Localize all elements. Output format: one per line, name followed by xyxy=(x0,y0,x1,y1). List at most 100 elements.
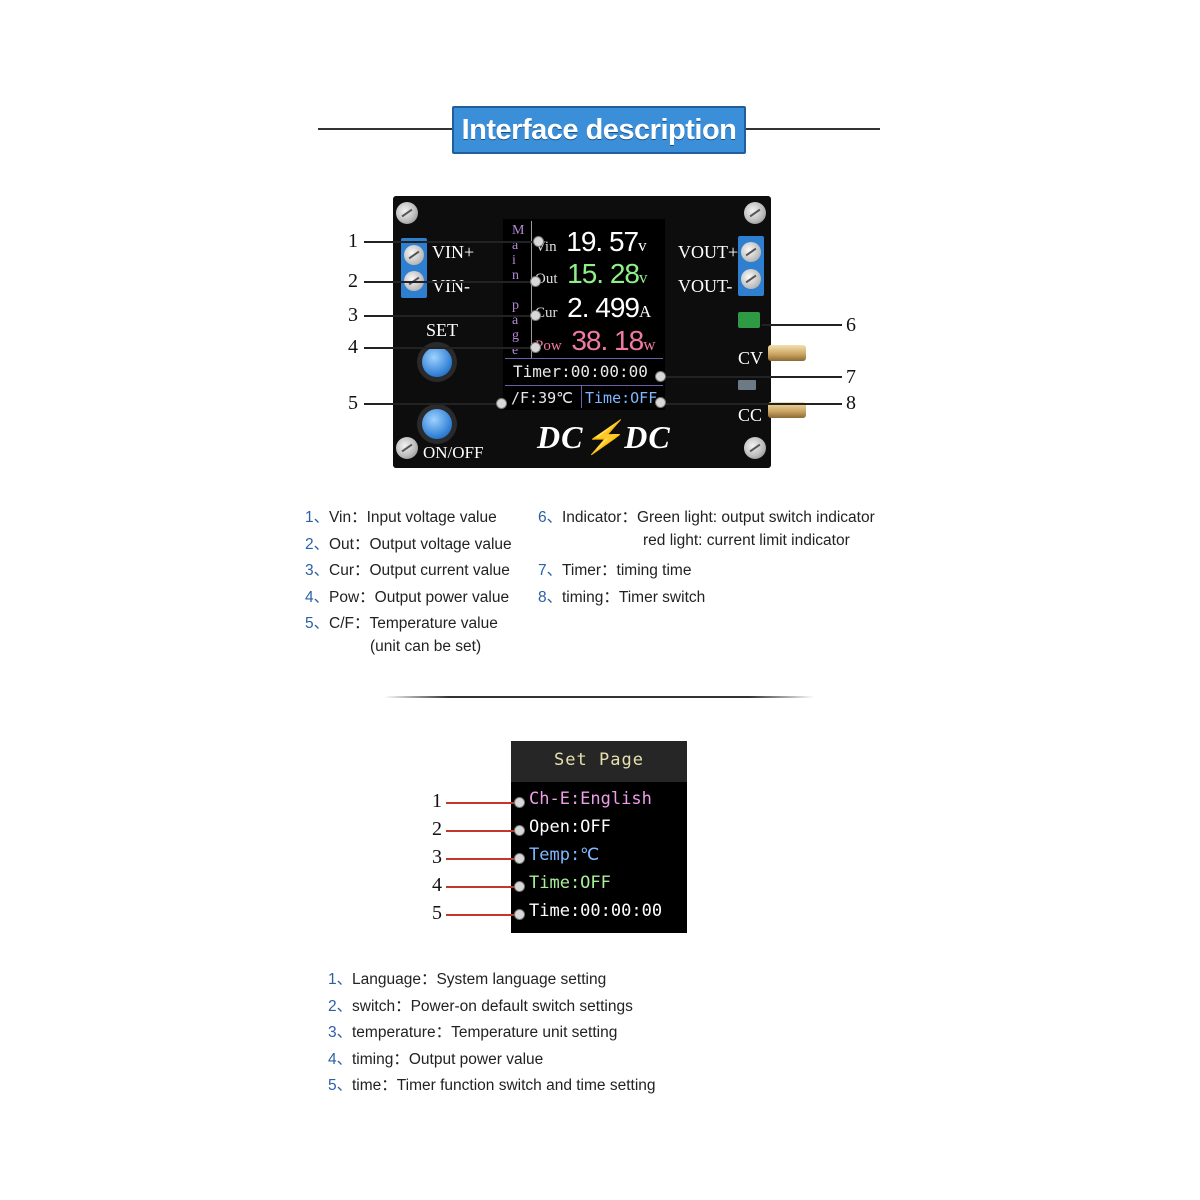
vin-value: 19. 57 xyxy=(566,226,639,257)
description-number: 3、 xyxy=(305,562,330,579)
onoff-label: ON/OFF xyxy=(423,443,484,462)
timer-readout: Timer:00:00:00 xyxy=(513,362,648,381)
vin-unit: v xyxy=(638,236,647,255)
callout-line xyxy=(666,403,842,405)
description-text: red light: current limit indicator xyxy=(643,531,850,549)
callout-dot xyxy=(655,371,666,382)
description-item: 7、Timer：timing time xyxy=(538,558,691,580)
description-number: 3、 xyxy=(328,1024,353,1041)
current-limit-led xyxy=(738,380,756,390)
description-text: Vin：Input voltage value xyxy=(329,509,497,526)
out-unit: v xyxy=(639,268,648,287)
callout-number: 5 xyxy=(348,392,358,414)
vin-plus-label: VIN+ xyxy=(432,242,475,262)
pow-unit: w xyxy=(643,335,656,354)
side-label-char: e xyxy=(512,343,519,358)
description-item: 1、Language：System language setting xyxy=(328,967,606,989)
lcd-divider-vertical xyxy=(531,221,532,359)
side-label-char: p xyxy=(512,298,519,313)
side-label-char: M xyxy=(512,223,525,238)
callout-line xyxy=(762,324,842,326)
cv-potentiometer[interactable] xyxy=(768,345,806,361)
description-text: timing：Output power value xyxy=(352,1050,544,1068)
set-page-title: Set Page xyxy=(511,741,687,782)
cur-value: 2. 499 xyxy=(567,292,640,323)
description-item: 6、Indicator：Green light: output switch i… xyxy=(538,505,875,527)
side-label-char: a xyxy=(512,313,519,328)
callout-line xyxy=(446,802,516,804)
callout-dot xyxy=(514,909,525,920)
description-text: C/F：Temperature value xyxy=(329,615,498,632)
section-divider xyxy=(384,696,814,698)
callout-number: 8 xyxy=(846,392,856,414)
callout-dot xyxy=(530,342,541,353)
callout-number: 3 xyxy=(348,304,358,326)
out-value: 15. 28 xyxy=(567,258,640,289)
callout-line xyxy=(364,403,498,405)
description-number: 7、 xyxy=(538,562,563,579)
description-text: time：Timer function switch and time sett… xyxy=(352,1077,656,1094)
description-number: 4、 xyxy=(328,1050,353,1068)
description-text: temperature：Temperature unit setting xyxy=(352,1024,618,1041)
description-number: 2、 xyxy=(305,535,330,553)
callout-number: 3 xyxy=(432,846,442,868)
set-label: SET xyxy=(426,320,459,340)
vout-plus-label: VOUT+ xyxy=(678,242,739,262)
set-button[interactable] xyxy=(422,347,452,377)
vout-minus-label: VOUT- xyxy=(678,276,733,296)
cc-potentiometer[interactable] xyxy=(768,402,806,418)
set-page-row[interactable]: Time:00:00:00 xyxy=(529,901,663,921)
description-item: 4、Pow：Output power value xyxy=(305,585,509,607)
callout-number: 5 xyxy=(432,902,442,924)
screw-icon xyxy=(744,202,766,224)
description-number: 5、 xyxy=(305,615,330,632)
set-page-row[interactable]: Time:OFF xyxy=(529,873,611,893)
description-text: Language：System language setting xyxy=(352,971,607,988)
callout-number: 4 xyxy=(348,336,358,358)
callout-dot xyxy=(530,310,541,321)
callout-dot xyxy=(496,398,507,409)
description-item: 3、Cur：Output current value xyxy=(305,558,510,580)
description-text: Pow：Output power value xyxy=(329,588,510,606)
description-number: 8、 xyxy=(538,588,563,606)
output-terminal xyxy=(738,236,764,296)
description-item: 8、timing：Timer switch xyxy=(538,585,705,607)
description-item: (unit can be set) xyxy=(346,638,481,656)
description-number: 6、 xyxy=(538,509,563,526)
description-number: 1、 xyxy=(305,509,330,526)
set-page-row[interactable]: Ch-E:English xyxy=(529,789,652,809)
lcd-divider-v2 xyxy=(581,386,582,408)
callout-line xyxy=(666,376,842,378)
callout-number: 1 xyxy=(432,790,442,812)
lcd-divider-h1 xyxy=(505,358,663,359)
lcd-divider-h2 xyxy=(505,385,663,386)
callout-dot xyxy=(530,276,541,287)
callout-number: 6 xyxy=(846,314,856,336)
callout-dot xyxy=(514,797,525,808)
screw-icon xyxy=(744,437,766,459)
callout-dot xyxy=(514,881,525,892)
onoff-button[interactable] xyxy=(422,409,452,439)
description-item: 5、time：Timer function switch and time se… xyxy=(328,1073,656,1095)
set-page-row[interactable]: Temp:℃ xyxy=(529,845,600,865)
description-text: (unit can be set) xyxy=(370,637,482,655)
callout-dot xyxy=(655,397,666,408)
screw-icon xyxy=(396,437,418,459)
cur-unit: A xyxy=(639,302,652,321)
vin-minus-label: VIN- xyxy=(432,276,470,296)
callout-line xyxy=(364,241,538,243)
side-label-char: g xyxy=(512,328,519,343)
header-rule-right xyxy=(746,128,880,130)
description-item: red light: current limit indicator xyxy=(619,532,850,550)
cv-label: CV xyxy=(738,348,764,368)
input-terminal xyxy=(401,238,427,298)
description-text: switch：Power-on default switch settings xyxy=(352,997,633,1015)
callout-line xyxy=(364,281,534,283)
time-switch-readout: Time:OFF xyxy=(585,389,658,407)
description-item: 2、switch：Power-on default switch setting… xyxy=(328,994,633,1016)
set-page-row[interactable]: Open:OFF xyxy=(529,817,611,837)
callout-line xyxy=(446,830,516,832)
description-item: 5、C/F：Temperature value xyxy=(305,611,498,633)
side-label-char: i xyxy=(512,253,516,268)
description-number: 1、 xyxy=(328,971,353,988)
